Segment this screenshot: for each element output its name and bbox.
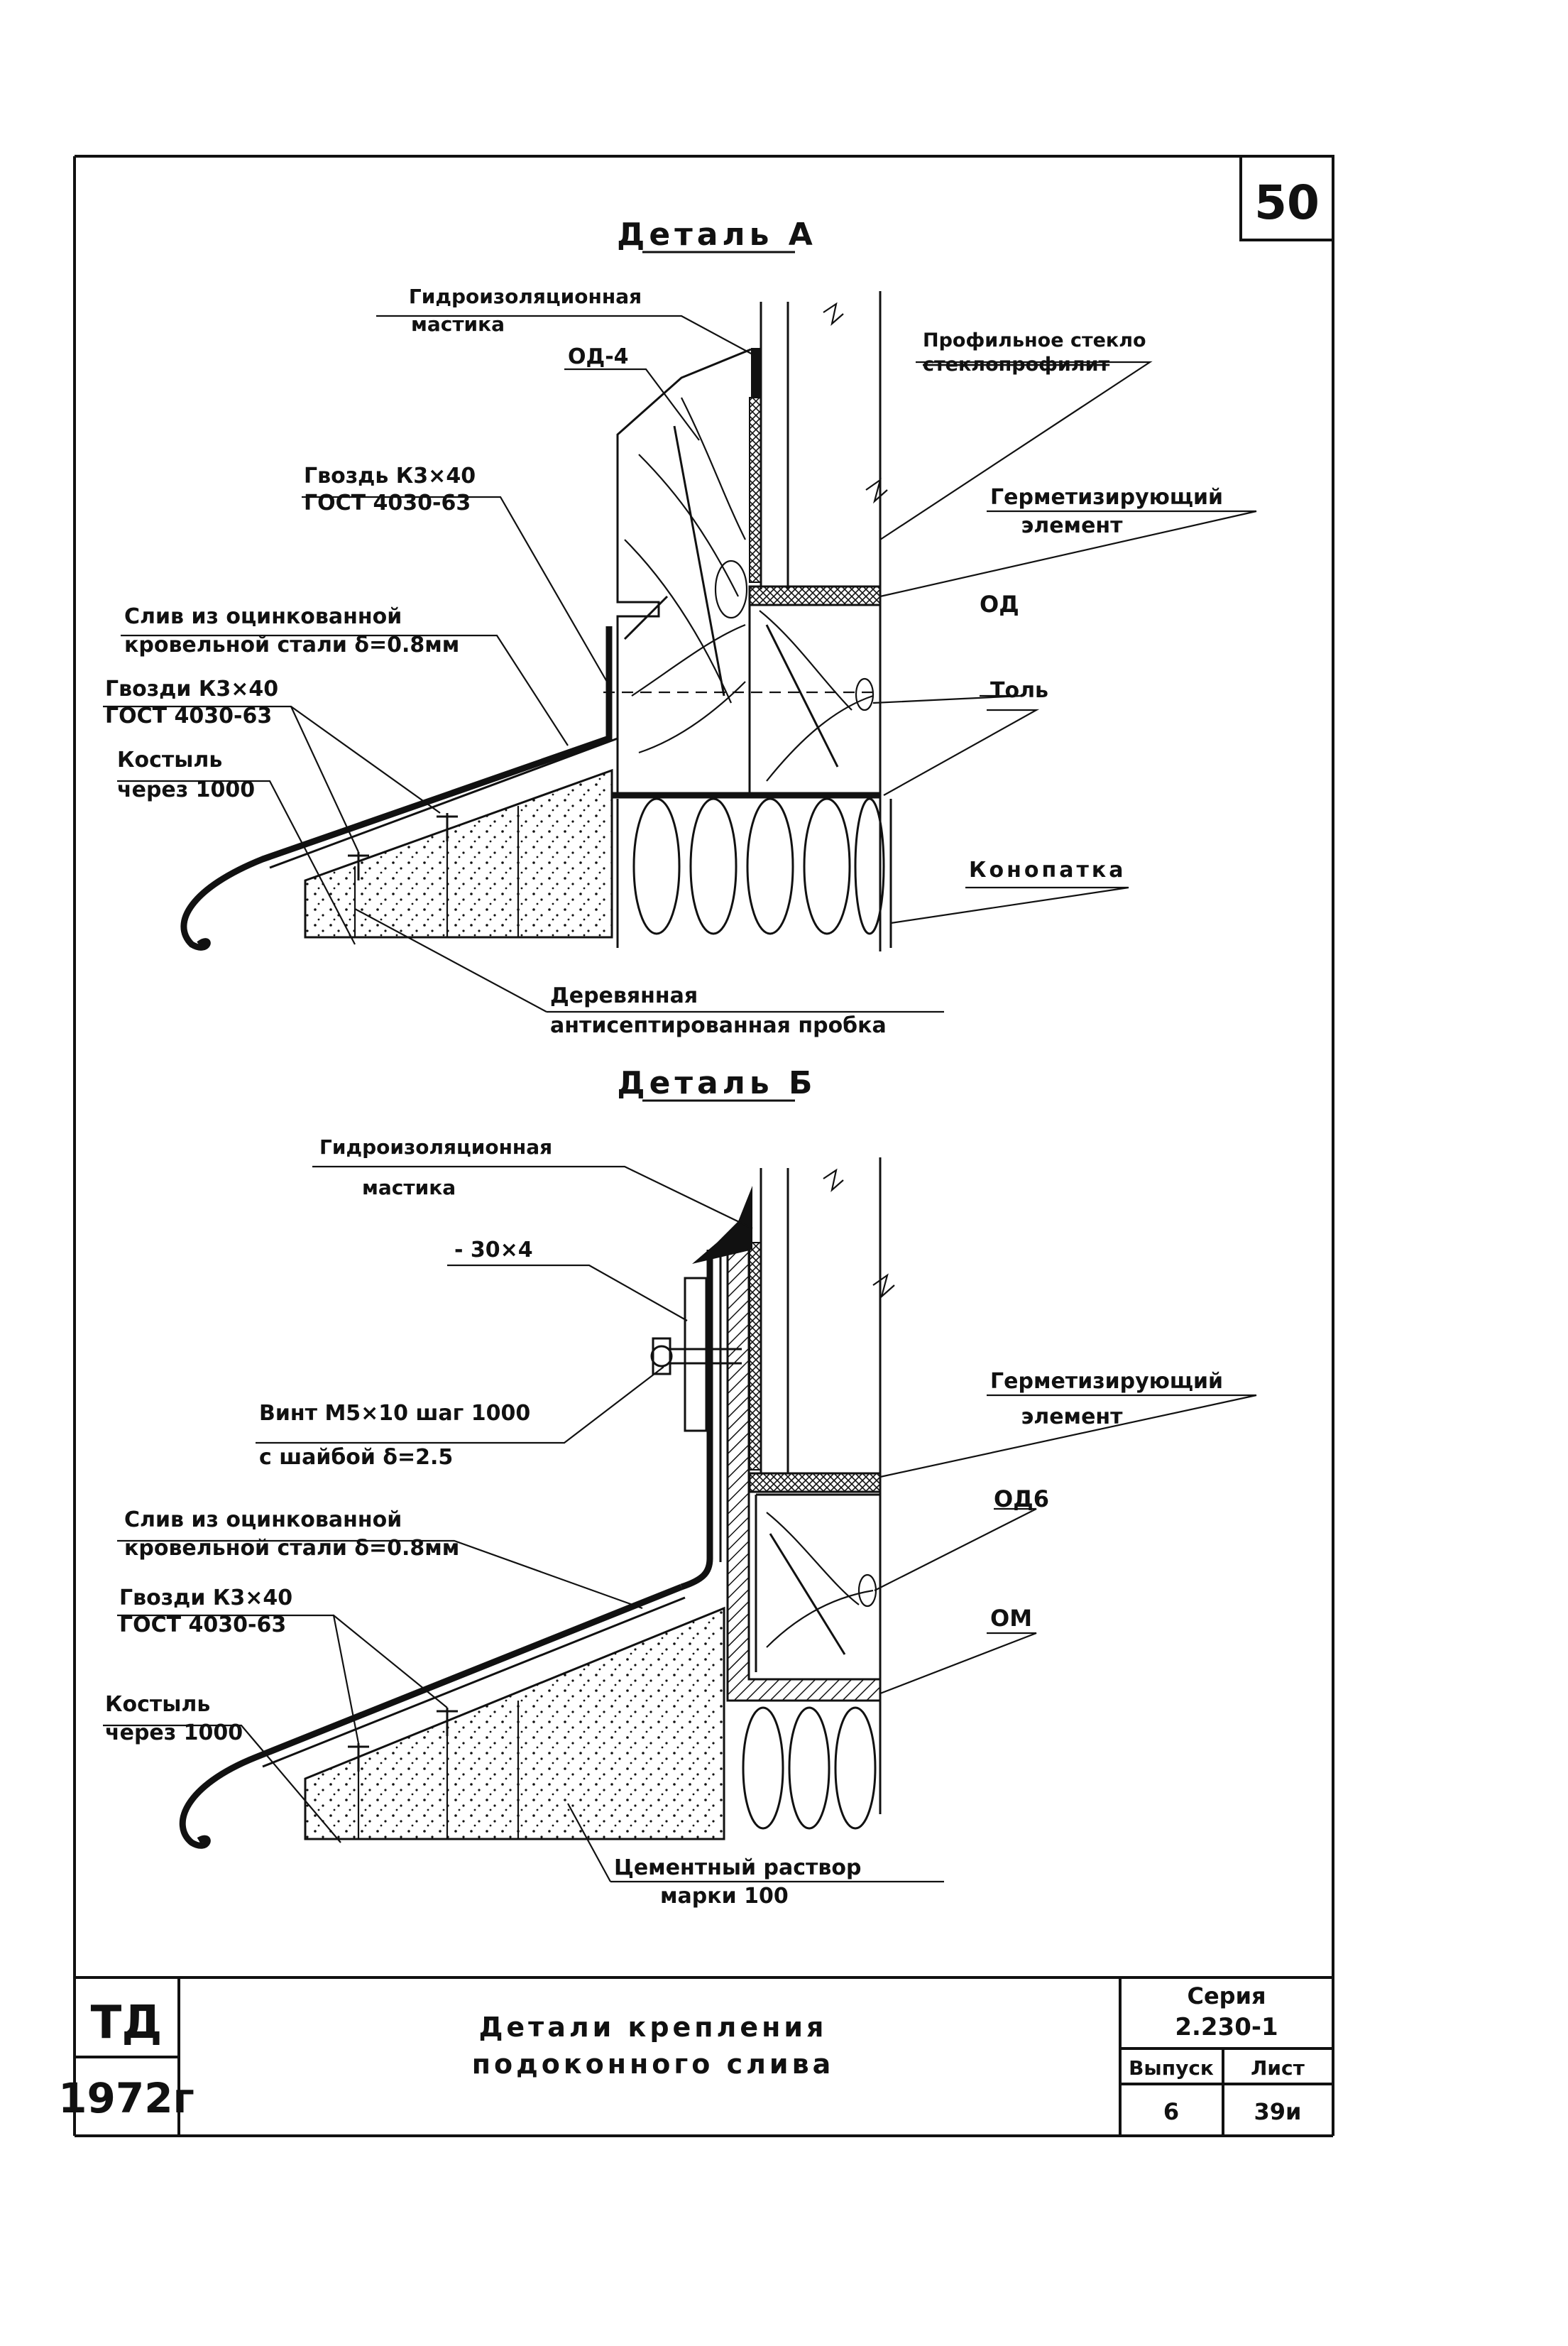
label-mastic-a-2: мастика [411,312,505,336]
steel-strip-b [684,1277,708,1432]
label-nails-b-1: Гвозди К3×40 [119,1586,292,1610]
label-od4: ОД-4 [568,344,629,369]
label-crutch-a-1: Костыль [117,748,222,773]
issue-label: Выпуск [1129,2056,1214,2080]
stamp-year: 1972г [58,2074,194,2122]
sealant-strip-b [749,1242,762,1471]
label-mastic-b-2: мастика [362,1176,456,1199]
label-drip-b-1: Слив из оцинкованной [124,1507,402,1532]
detail-a-title: Деталь А [617,217,817,253]
drip-sheet-a [180,626,613,951]
label-mastic-a-1: Гидроизоляционная [409,285,642,308]
sealing-element-a [748,585,882,606]
label-screw-2: с шайбой δ=2.5 [259,1445,453,1470]
detail-b-title: Деталь Б [617,1065,816,1101]
label-crutch-b-1: Костыль [105,1692,210,1717]
label-plug-1: Деревянная [550,983,698,1008]
sheet-title-line-1: Детали крепления [479,2012,828,2043]
mastic-a [751,348,761,398]
title-block [75,1976,1333,2136]
label-sealing-a-2: элемент [1021,513,1123,538]
label-drip-a-2: кровельной стали δ=0.8мм [124,633,459,658]
label-om: ОМ [990,1605,1032,1632]
wood-block-od [759,610,875,782]
label-nails-a-1: Гвозди К3×40 [105,677,278,702]
caulk-a [632,797,885,935]
series-label: Серия [1187,1982,1266,2009]
label-mastic-b-1: Гидроизоляционная [319,1135,552,1159]
screw-b [650,1337,742,1375]
label-od: ОД [980,591,1019,618]
sealing-element-b [748,1472,882,1493]
leaders-b [103,1165,1257,1883]
label-nails-b-2: ГОСТ 4030-63 [119,1613,286,1637]
label-crutch-a-2: через 1000 [117,778,255,802]
steel-angle-b [726,1238,882,1702]
label-glass-2: стеклопрофилит [923,354,1110,376]
label-crutch-b-2: через 1000 [105,1720,243,1745]
label-nails-a-2: ГОСТ 4030-63 [105,704,272,729]
sheet-title-line-2: подоконного слива [472,2048,835,2080]
sealant-strip-a [749,397,762,583]
label-sealing-a-1: Герметизирующий [990,485,1223,510]
stamp-organization: ТД [91,1997,163,2049]
cement-mortar-b [304,1606,725,1840]
label-sealing-b-2: элемент [1021,1404,1123,1429]
drip-sheet-b [179,1583,683,1849]
issue-value: 6 [1163,2098,1179,2125]
wood-frame-od4 [616,348,880,797]
sheet-label: Лист [1251,2056,1305,2080]
label-mortar-1: Цементный раствор [614,1855,861,1880]
series-value: 2.230-1 [1175,2013,1278,2041]
label-strip: - 30×4 [454,1238,533,1262]
label-screw-1: Винт М5×10 шаг 1000 [259,1401,530,1426]
detail-b: Деталь Б [103,1065,1257,1909]
wood-block-od6 [755,1493,880,1672]
sheet-value: 39и [1254,2098,1302,2125]
label-od6: ОД6 [994,1485,1049,1512]
label-mortar-2: марки 100 [660,1884,789,1909]
sheet-frame [73,155,1334,2137]
profile-glass-a [760,291,888,951]
wooden-plug-a [304,768,613,939]
label-sealing-b-1: Герметизирующий [990,1369,1223,1394]
caulk-b [742,1706,877,1830]
label-drip-b-2: кровельной стали δ=0.8мм [124,1536,459,1561]
detail-a: Деталь А [103,217,1257,1038]
label-glass-1: Профильное стекло [923,329,1146,351]
leaders-a [103,315,1257,1013]
page-number: 50 [1254,175,1320,230]
label-caulk: Конопатка [969,858,1126,883]
label-tol: Толь [990,678,1048,703]
label-nail-a-1: Гвоздь К3×40 [304,464,476,489]
label-nail-a-2: ГОСТ 4030-63 [304,491,471,515]
label-plug-2: антисептированная пробка [550,1013,887,1038]
label-drip-a-1: Слив из оцинкованной [124,604,402,629]
